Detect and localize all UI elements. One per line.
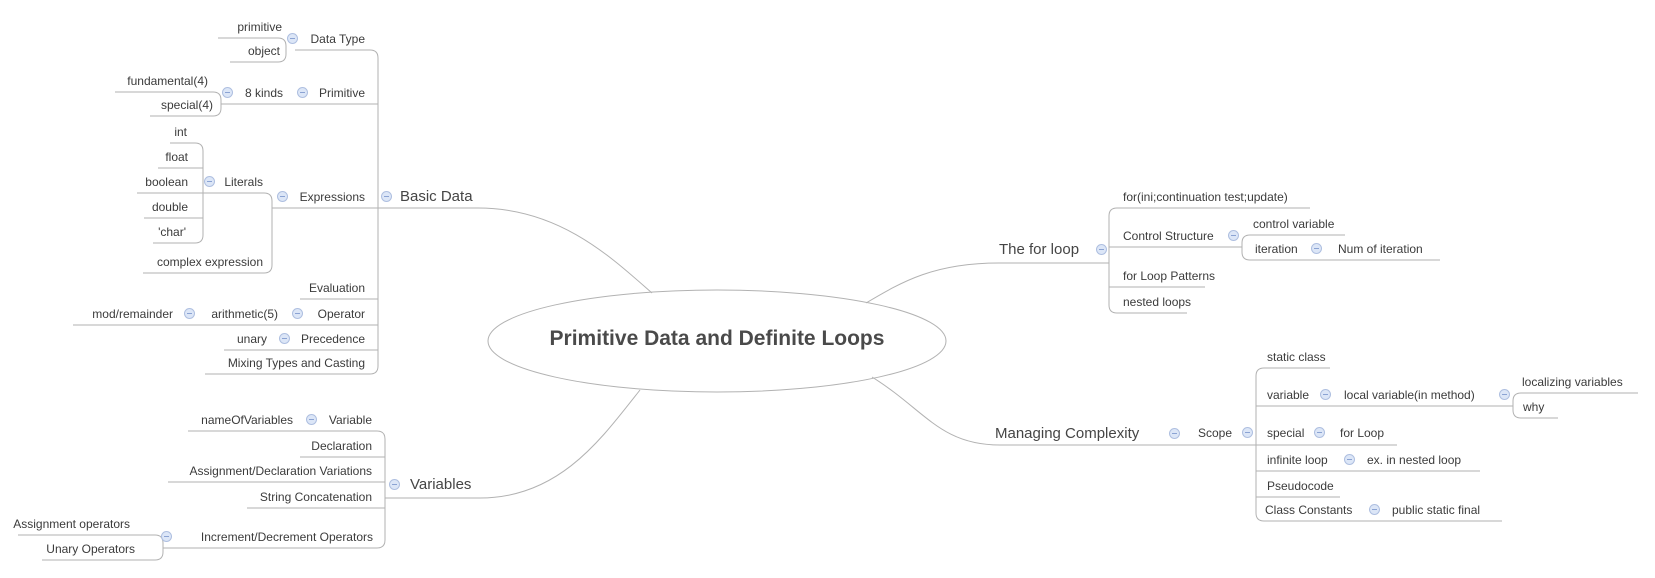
topic-literals[interactable]: Literals xyxy=(224,175,263,189)
topic-evaluation[interactable]: Evaluation xyxy=(308,281,365,295)
collapse-icon-control-structure[interactable] xyxy=(1228,230,1239,241)
topic-special-4[interactable]: special(4) xyxy=(160,98,213,112)
central-topic-ellipse xyxy=(487,289,947,393)
topic-pseudocode[interactable]: Pseudocode xyxy=(1267,479,1334,493)
topic-basic-data[interactable]: Basic Data xyxy=(400,188,473,205)
collapse-icon-primitive[interactable] xyxy=(297,87,308,98)
topic-complex-expression[interactable]: complex expression xyxy=(156,255,263,269)
topic-declaration[interactable]: Declaration xyxy=(311,439,372,453)
collapse-icon-operator[interactable] xyxy=(292,308,303,319)
topic-double[interactable]: double xyxy=(151,200,188,214)
topic-expressions[interactable]: Expressions xyxy=(299,190,365,204)
collapse-icon-8-kinds[interactable] xyxy=(222,87,233,98)
collapse-icon-the-for-loop[interactable] xyxy=(1096,244,1107,255)
topic-name-of-variables[interactable]: nameOfVariables xyxy=(201,413,293,427)
topic-scope-variable[interactable]: variable xyxy=(1267,388,1310,402)
topic-special[interactable]: special xyxy=(1267,426,1305,440)
collapse-icon-increment-decrement[interactable] xyxy=(161,531,172,542)
topic-int[interactable]: int xyxy=(174,125,187,139)
topic-increment-decrement-operators[interactable]: Increment/Decrement Operators xyxy=(200,530,373,544)
topic-localizing-variables[interactable]: localizing variables xyxy=(1522,375,1623,389)
topic-char[interactable]: 'char' xyxy=(158,225,186,239)
topic-variables[interactable]: Variables xyxy=(410,476,472,493)
central-topic[interactable]: Primitive Data and Definite Loops xyxy=(549,327,885,350)
topic-managing-complexity[interactable]: Managing Complexity xyxy=(995,425,1140,442)
topic-primitive-type[interactable]: Primitive xyxy=(318,86,365,100)
collapse-icon-local-variable[interactable] xyxy=(1499,389,1510,400)
topic-the-for-loop[interactable]: The for loop xyxy=(999,241,1080,258)
topic-unary[interactable]: unary xyxy=(236,332,267,346)
topic-public-static-final[interactable]: public static final xyxy=(1392,503,1481,517)
collapse-icon-class-constants[interactable] xyxy=(1369,504,1380,515)
topic-boolean[interactable]: boolean xyxy=(145,175,188,189)
topic-variable[interactable]: Variable xyxy=(328,413,372,427)
topic-assignment-operators[interactable]: Assignment operators xyxy=(13,517,130,531)
topic-string-concatenation[interactable]: String Concatenation xyxy=(259,490,372,504)
collapse-icon-expressions[interactable] xyxy=(277,191,288,202)
topic-why[interactable]: why xyxy=(1523,400,1545,414)
topic-primitive[interactable]: primitive xyxy=(237,20,282,34)
topic-data-type[interactable]: Data Type xyxy=(310,32,365,46)
topic-for-syntax[interactable]: for(ini;continuation test;update) xyxy=(1123,190,1288,204)
collapse-icon-variables[interactable] xyxy=(389,479,400,490)
collapse-icon-arithmetic[interactable] xyxy=(184,308,195,319)
collapse-icon-data-type[interactable] xyxy=(287,33,298,44)
topic-nested-loops[interactable]: nested loops xyxy=(1123,295,1192,309)
collapse-icon-literals[interactable] xyxy=(204,176,215,187)
topic-iteration[interactable]: iteration xyxy=(1255,242,1298,256)
topic-num-of-iteration[interactable]: Num of iteration xyxy=(1338,242,1423,256)
topic-control-variable[interactable]: control variable xyxy=(1253,217,1335,231)
topic-mod-remainder[interactable]: mod/remainder xyxy=(92,307,173,321)
topic-assignment-declaration-variations[interactable]: Assignment/Declaration Variations xyxy=(189,464,372,478)
topic-object[interactable]: object xyxy=(247,44,280,58)
collapse-icon-special[interactable] xyxy=(1314,427,1325,438)
topic-local-variable-in-method[interactable]: local variable(in method) xyxy=(1344,388,1475,402)
topic-mixing-types-and-casting[interactable]: Mixing Types and Casting xyxy=(227,356,365,370)
collapse-icon-scope[interactable] xyxy=(1242,427,1253,438)
topic-control-structure[interactable]: Control Structure xyxy=(1123,229,1214,243)
collapse-icon-managing-complexity[interactable] xyxy=(1169,428,1180,439)
topic-fundamental-4[interactable]: fundamental(4) xyxy=(127,74,208,88)
topic-8-kinds[interactable]: 8 kinds xyxy=(244,86,283,100)
topic-for-loop-patterns[interactable]: for Loop Patterns xyxy=(1123,269,1216,283)
topic-infinite-loop[interactable]: infinite loop xyxy=(1267,453,1328,467)
topic-scope[interactable]: Scope xyxy=(1198,426,1233,440)
topic-class-constants[interactable]: Class Constants xyxy=(1265,503,1353,517)
topic-operator[interactable]: Operator xyxy=(317,307,365,321)
topic-ex-in-nested-loop[interactable]: ex. in nested loop xyxy=(1367,453,1462,467)
topic-for-loop-scope[interactable]: for Loop xyxy=(1340,426,1385,440)
topic-static-class[interactable]: static class xyxy=(1267,350,1326,364)
topic-unary-operators[interactable]: Unary Operators xyxy=(46,542,135,556)
collapse-icon-variable[interactable] xyxy=(306,414,317,425)
topic-arithmetic-5[interactable]: arithmetic(5) xyxy=(211,307,278,321)
collapse-icon-precedence[interactable] xyxy=(279,333,290,344)
topic-float[interactable]: float xyxy=(165,150,188,164)
collapse-icon-scope-variable[interactable] xyxy=(1320,389,1331,400)
collapse-icon-iteration[interactable] xyxy=(1311,243,1322,254)
collapse-icon-infinite-loop[interactable] xyxy=(1344,454,1355,465)
topic-precedence[interactable]: Precedence xyxy=(300,332,365,346)
collapse-icon-basic-data[interactable] xyxy=(381,191,392,202)
